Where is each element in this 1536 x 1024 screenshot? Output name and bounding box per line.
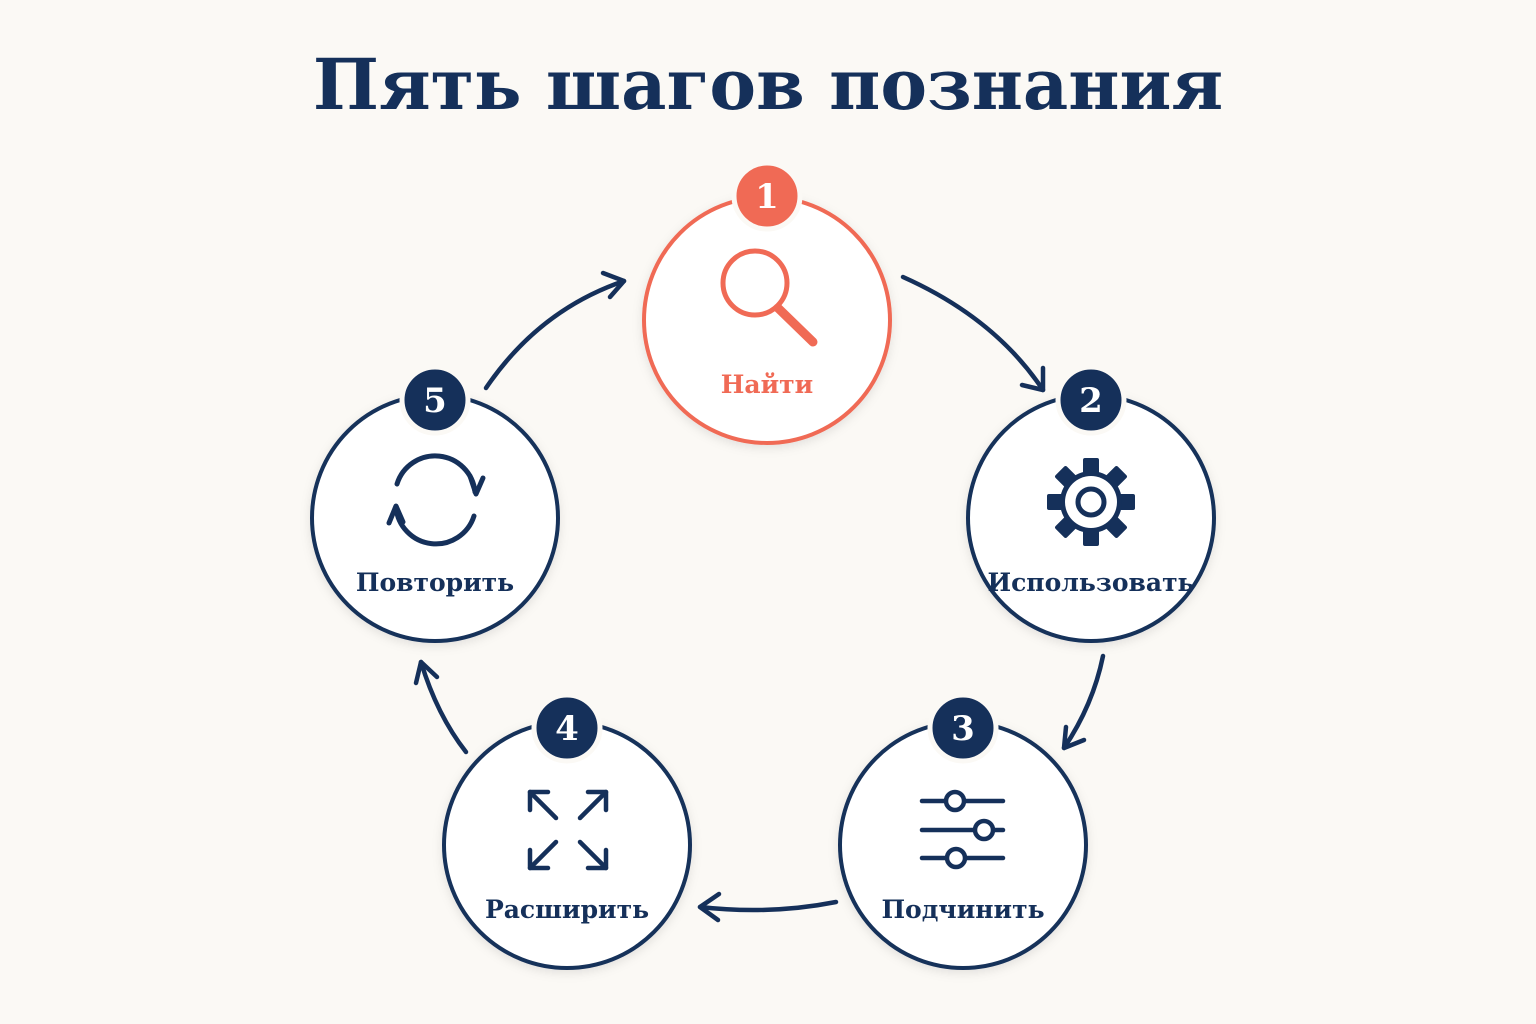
search-icon <box>720 248 818 347</box>
step-5-label: Повторить <box>356 568 514 597</box>
arrow-1-to-2 <box>900 274 1046 393</box>
arrow-4-to-5 <box>413 659 469 755</box>
step-2-label: Использовать <box>987 568 1194 597</box>
sliders-icon <box>919 789 1006 870</box>
step-2-number: 2 <box>1079 381 1103 421</box>
arrow-2-to-3 <box>1061 653 1106 751</box>
step-3[interactable]: Подчинить 3 <box>838 692 1088 970</box>
step-2[interactable]: Использовать 2 <box>966 364 1216 643</box>
expand-icon <box>527 789 609 871</box>
step-3-number: 3 <box>951 709 975 749</box>
gear-icon <box>1047 458 1135 546</box>
step-4-label: Расширить <box>485 895 649 924</box>
page-title: Пять шагов познания <box>312 43 1224 126</box>
arrow-5-to-1 <box>483 270 627 391</box>
step-1[interactable]: Найти 1 <box>642 160 892 445</box>
refresh-icon <box>386 453 486 547</box>
step-5[interactable]: Повторить 5 <box>310 364 560 643</box>
cycle-arrows <box>413 270 1106 923</box>
step-4-number: 4 <box>555 709 579 749</box>
step-3-label: Подчинить <box>881 895 1044 924</box>
arrow-3-to-4 <box>697 891 839 923</box>
step-1-label: Найти <box>721 370 813 399</box>
step-4[interactable]: Расширить 4 <box>442 692 692 970</box>
step-5-number: 5 <box>423 381 447 421</box>
step-1-number: 1 <box>755 177 779 217</box>
